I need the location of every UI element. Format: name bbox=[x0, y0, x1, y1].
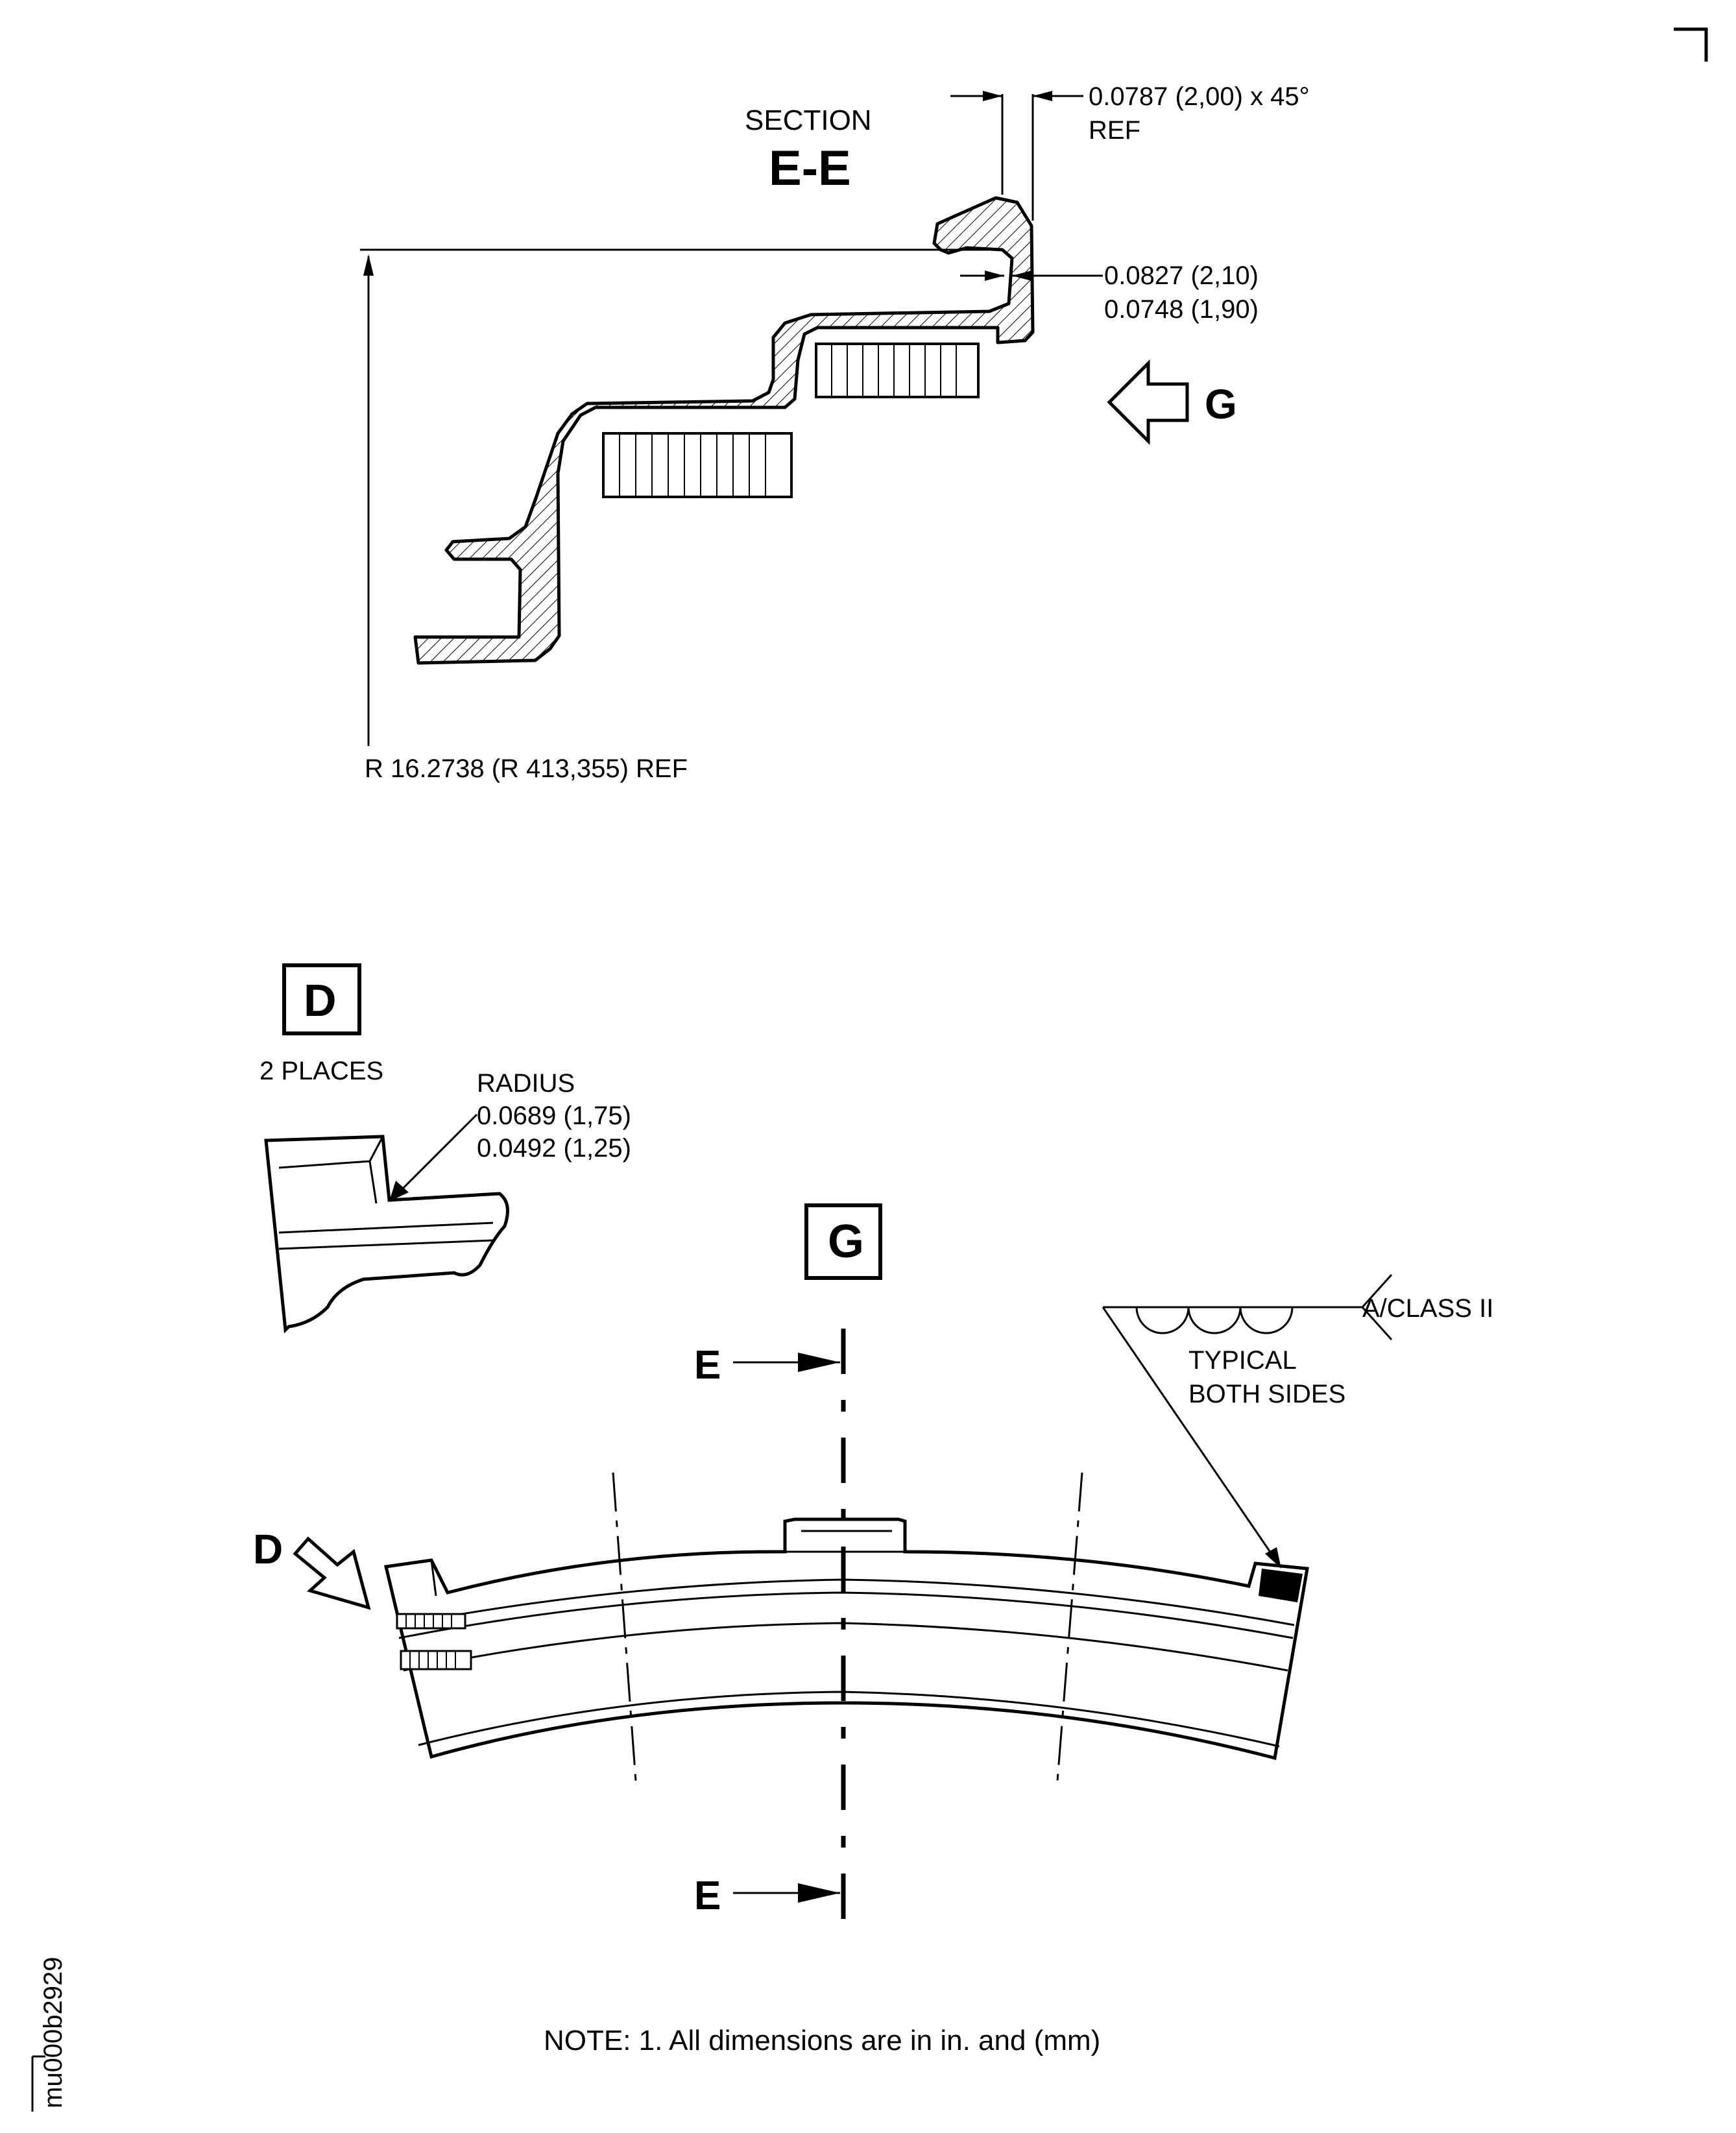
detail-d-sketch bbox=[264, 1113, 509, 1334]
cut-label-top: E bbox=[694, 1343, 721, 1388]
thickness-min-text: 0.0748 (1,90) bbox=[1104, 295, 1259, 324]
corner-mark bbox=[1674, 27, 1708, 62]
weld-spec-text: A/CLASS II bbox=[1362, 1294, 1493, 1323]
view-arrow-g-label: G bbox=[1205, 381, 1237, 428]
detail-d-radius-word: RADIUS bbox=[477, 1069, 575, 1098]
weld-symbol bbox=[1102, 1273, 1393, 1569]
figure-id: mu000b2929 bbox=[39, 1957, 67, 2108]
cut-arrow-top bbox=[733, 1353, 840, 1372]
detail-d-arrow-label: D bbox=[253, 1526, 283, 1573]
detail-d-box bbox=[282, 963, 361, 1035]
detail-d-arrow bbox=[293, 1536, 371, 1610]
segment-centerline-left bbox=[612, 1472, 637, 1781]
thickness-dimension bbox=[960, 271, 1103, 281]
segment-fins-left bbox=[396, 1613, 472, 1670]
view-g-box bbox=[804, 1203, 882, 1280]
chamfer-dimension bbox=[950, 91, 1083, 221]
radius-dimension bbox=[360, 248, 1002, 746]
section-title-letters: E-E bbox=[769, 141, 851, 196]
section-title-word: SECTION bbox=[745, 104, 872, 136]
section-fins-lower bbox=[602, 432, 793, 498]
chamfer-dim-text: 0.0787 (2,00) x 45° bbox=[1089, 82, 1310, 111]
weld-note-line2: BOTH SIDES bbox=[1188, 1380, 1345, 1408]
view-arrow-g bbox=[1107, 359, 1189, 446]
detail-d-places: 2 PLACES bbox=[259, 1057, 383, 1085]
view-g-box-label: G bbox=[828, 1216, 864, 1268]
section-fins-upper bbox=[815, 343, 980, 398]
detail-d-box-label: D bbox=[304, 975, 337, 1026]
detail-d-radius-max: 0.0689 (1,75) bbox=[477, 1102, 631, 1130]
detail-d-radius-min: 0.0492 (1,25) bbox=[477, 1134, 631, 1163]
cut-label-bottom: E bbox=[694, 1874, 721, 1918]
section-profile bbox=[413, 196, 1035, 665]
note-text: NOTE: 1. All dimensions are in in. and (… bbox=[544, 2025, 1100, 2056]
ring-segment bbox=[383, 1517, 1309, 1761]
weld-block bbox=[1259, 1569, 1303, 1602]
chamfer-ref-text: REF bbox=[1089, 116, 1140, 145]
thickness-max-text: 0.0827 (2,10) bbox=[1104, 261, 1259, 290]
segment-centerline-right bbox=[1056, 1472, 1083, 1781]
cut-arrow-bottom bbox=[733, 1883, 840, 1903]
weld-note-line1: TYPICAL bbox=[1188, 1346, 1297, 1375]
radius-ref-text: R 16.2738 (R 413,355) REF bbox=[365, 754, 688, 783]
